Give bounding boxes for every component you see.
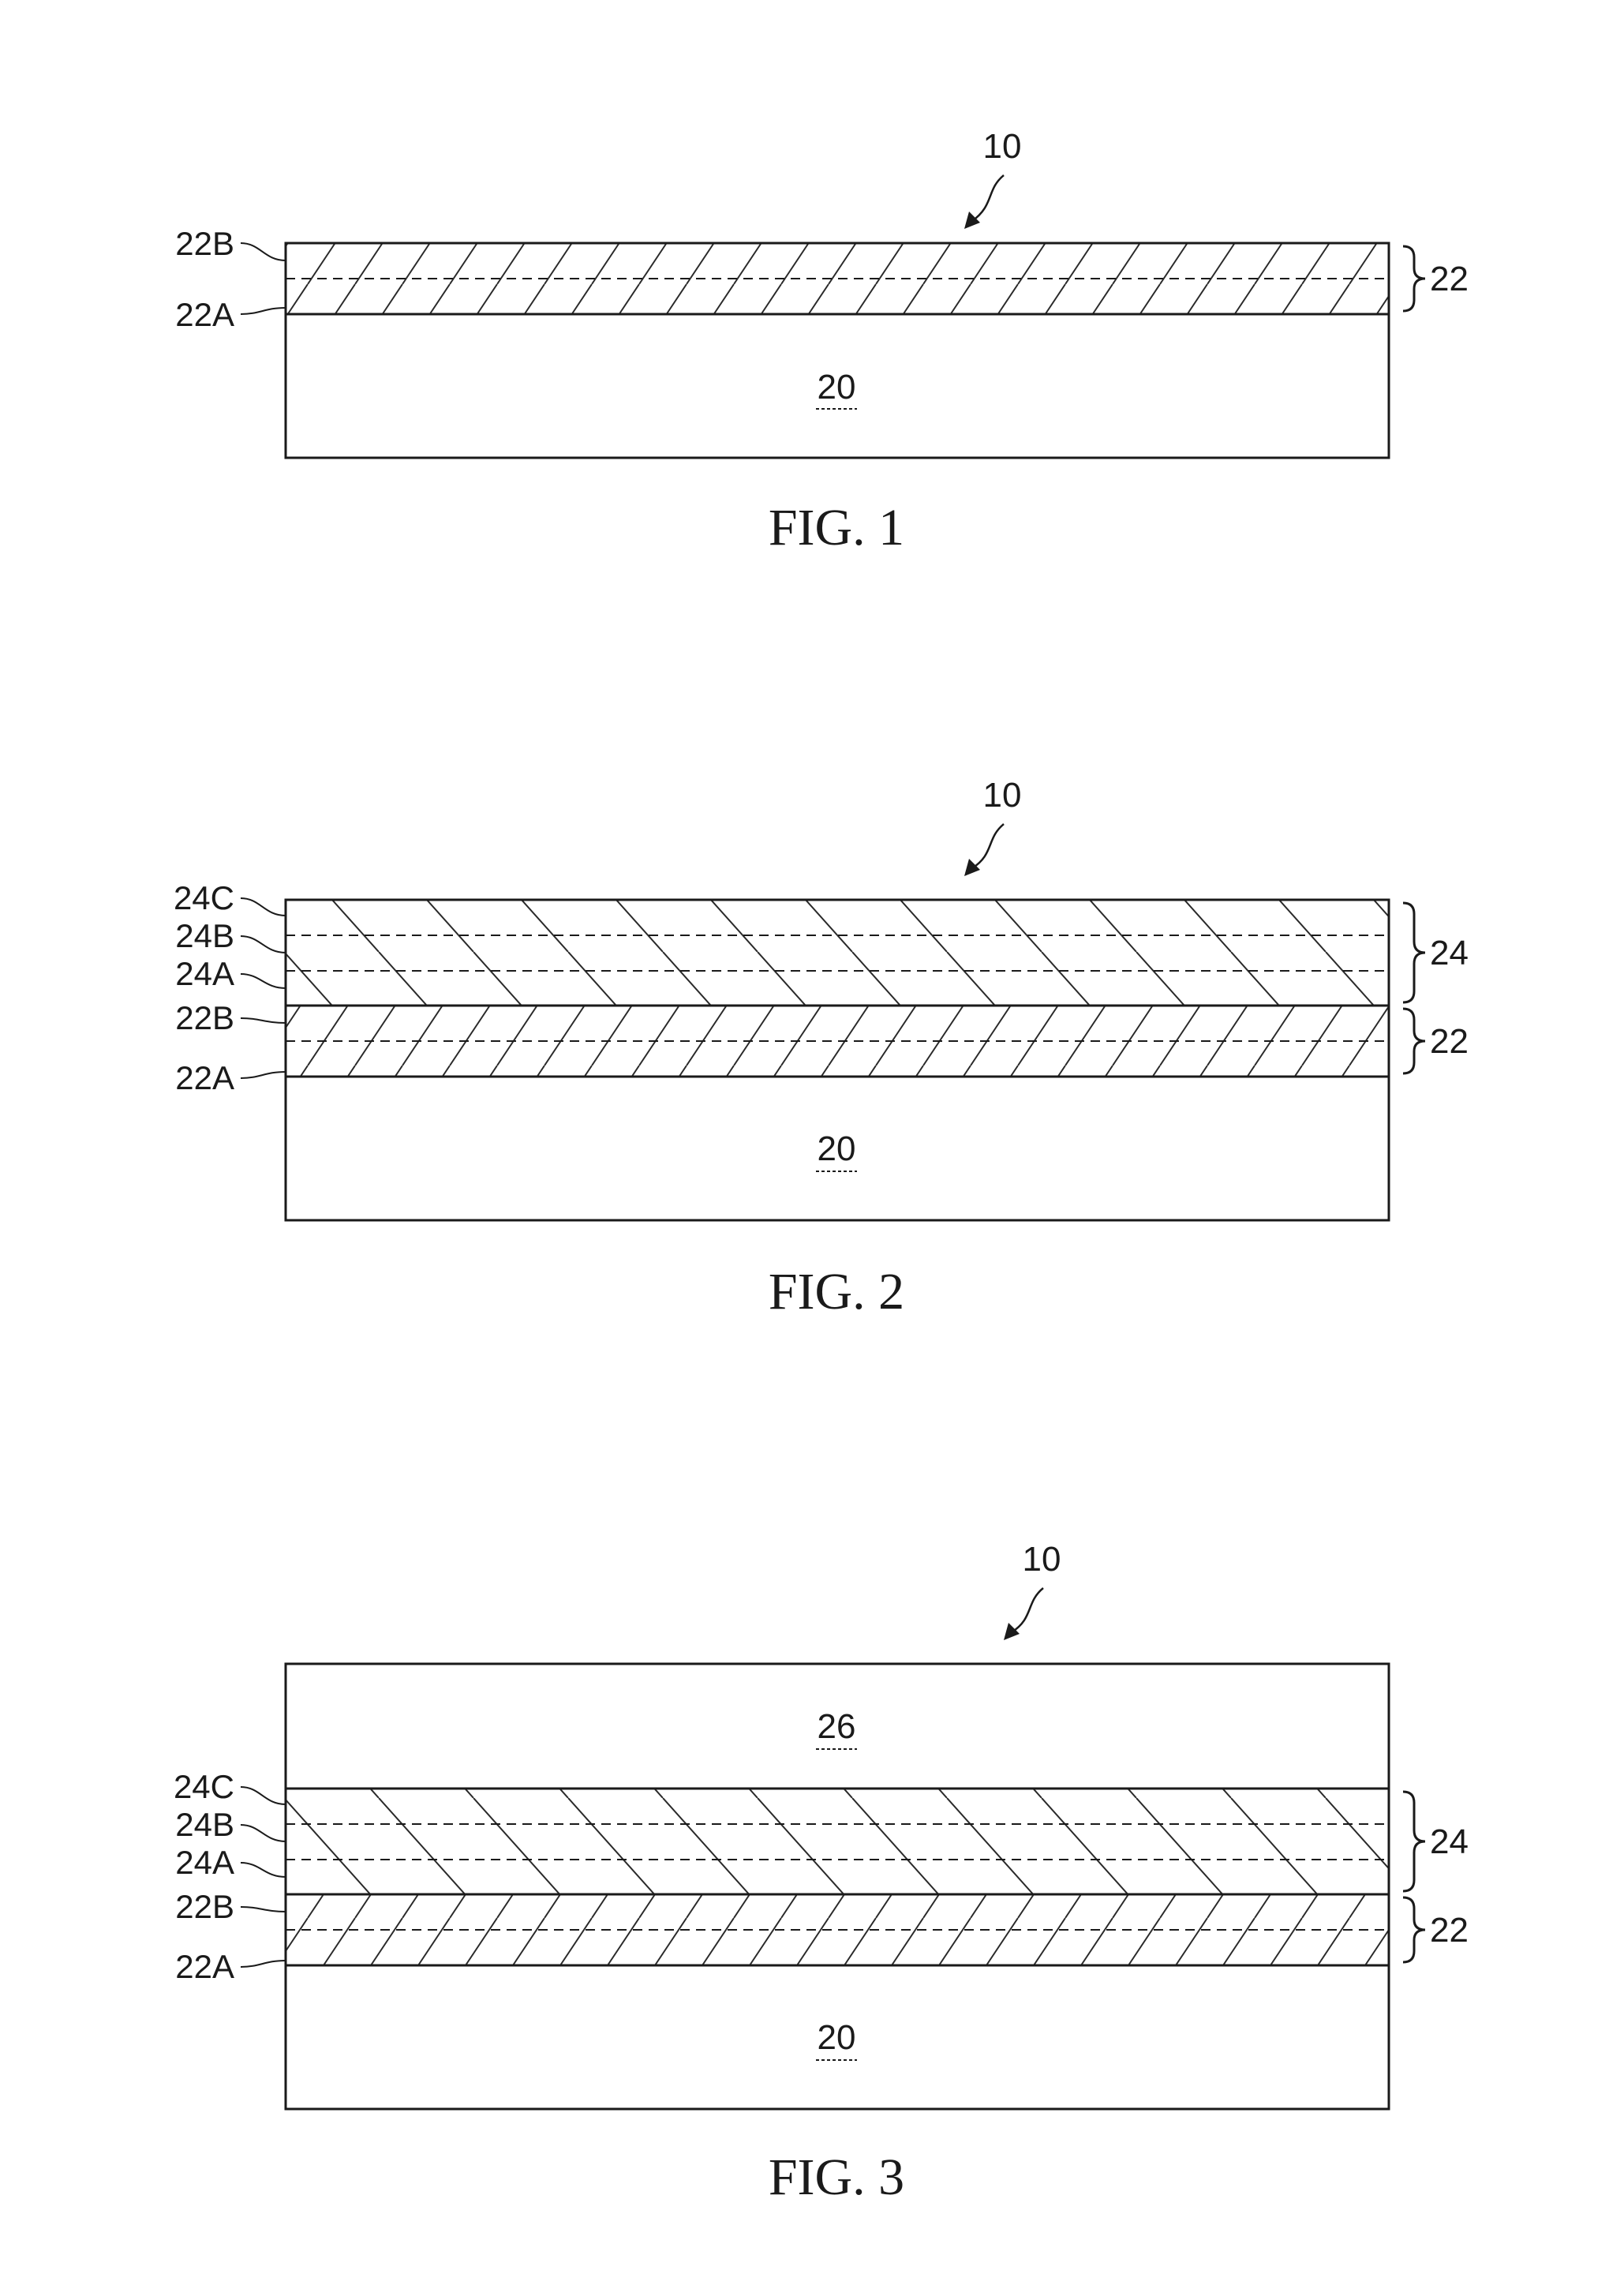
arrowhead [964,212,980,229]
layer-label-24b: 24B [175,917,234,954]
leader-line [241,243,286,260]
figure-3: 10 26 20 24C 24B 24A 22B 22A 24 [174,1540,1469,2206]
layer-label-22b: 22B [175,1888,234,1925]
leader-line [241,1961,286,1967]
brace-24 [1403,1792,1425,1891]
layer-label-24a: 24A [175,1844,234,1881]
layer-label-24c: 24C [174,879,234,916]
brace-24 [1403,903,1425,1002]
brace-label-22: 22 [1430,260,1469,298]
arrowhead [1004,1623,1020,1640]
brace-label-24: 24 [1430,934,1469,972]
brace-22 [1403,1009,1425,1073]
assembly-ref-label: 10 [983,776,1022,815]
brace-22 [1403,246,1425,311]
layer-label-24c: 24C [174,1768,234,1805]
figure-1: 10 20 22B 22A 22 FIG. 1 [175,127,1469,556]
leader-line [241,1072,286,1078]
assembly-ref-label: 10 [983,127,1022,166]
layer-label-22b: 22B [175,225,234,262]
assembly-ref-label: 10 [1023,1540,1061,1579]
leader-line [241,1907,286,1912]
assembly-arrow [1012,1588,1043,1632]
leader-line [241,1787,286,1804]
leader-line [241,308,286,314]
brace-label-22: 22 [1430,1911,1469,1950]
assembly-arrow [972,824,1004,868]
layer-label-24a: 24A [175,955,234,992]
leader-line [241,974,286,988]
arrowhead [964,859,980,876]
leader-line [241,1018,286,1023]
leader-line [241,898,286,916]
leader-line [241,1825,286,1841]
leader-line [241,1863,286,1877]
layer-label-22a: 22A [175,1059,234,1096]
figure-caption: FIG. 1 [769,499,904,556]
brace-label-24: 24 [1430,1822,1469,1861]
substrate-ref-label: 20 [818,1129,856,1168]
substrate-ref-label: 20 [818,2018,856,2057]
figure-caption: FIG. 2 [769,1263,904,1320]
substrate-ref-label: 20 [818,368,856,406]
layer-label-22a: 22A [175,296,234,333]
layer-24-hatch [286,900,1389,1006]
brace-22 [1403,1897,1425,1962]
leader-line [241,936,286,953]
figure-caption: FIG. 3 [769,2148,904,2206]
layer-24-hatch [286,1789,1389,1894]
top-layer-ref-label: 26 [818,1707,856,1746]
layer-label-22b: 22B [175,999,234,1036]
brace-label-22: 22 [1430,1022,1469,1061]
layer-label-24b: 24B [175,1806,234,1843]
layer-label-22a: 22A [175,1948,234,1985]
assembly-arrow [972,175,1004,221]
figure-2: 10 20 24C 24B 24A 22B 22A 24 22 FIG. 2 [174,776,1469,1320]
